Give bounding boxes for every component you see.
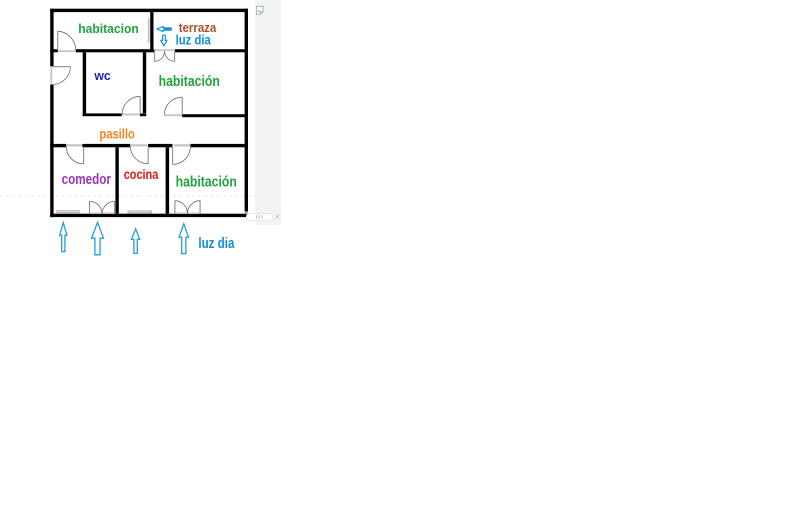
svg-text:habitación: habitación xyxy=(176,173,237,189)
svg-text:cocina: cocina xyxy=(124,167,159,182)
svg-text:luz dia: luz dia xyxy=(176,33,212,48)
svg-text:habitacion: habitacion xyxy=(78,22,138,36)
svg-text:wc: wc xyxy=(93,67,110,83)
svg-text:habitación: habitación xyxy=(159,73,220,89)
svg-text:pasillo: pasillo xyxy=(99,127,135,142)
svg-text:luz dia: luz dia xyxy=(198,235,235,252)
svg-text:comedor: comedor xyxy=(62,171,111,188)
svg-text:terraza: terraza xyxy=(179,20,217,35)
